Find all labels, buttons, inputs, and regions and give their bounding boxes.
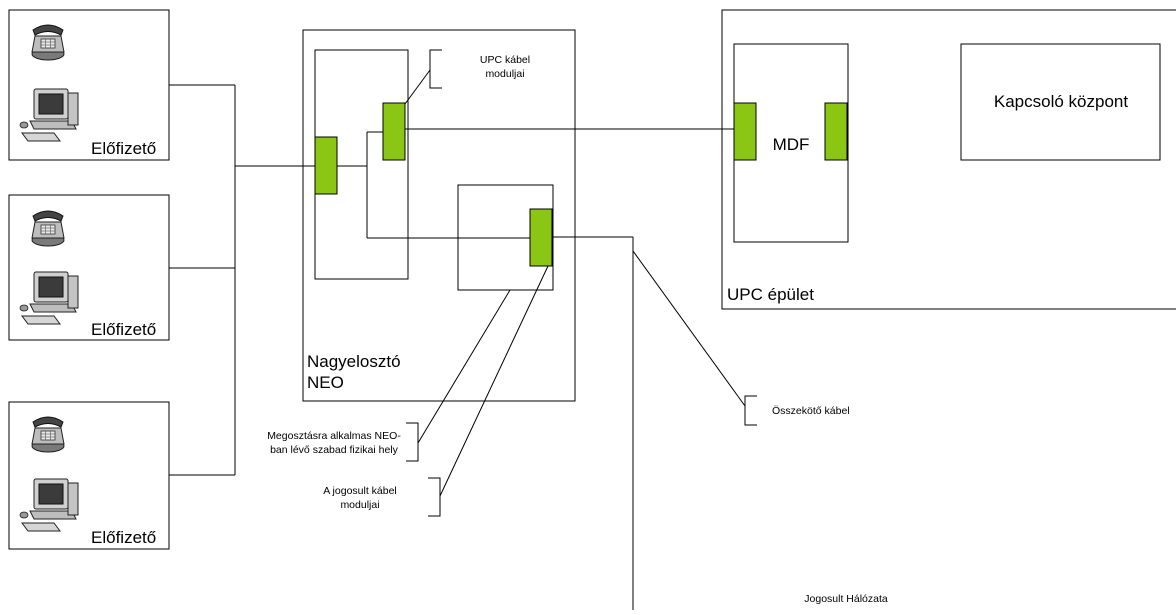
subscriber-cabling xyxy=(169,84,315,476)
mdf-right-module xyxy=(824,102,848,161)
neo-internal-cabling xyxy=(337,131,530,239)
subscriber-label: Előfizető xyxy=(91,139,156,158)
subscriber-box-2: Előfizető xyxy=(8,194,170,341)
neo-label-line2: NEO xyxy=(307,373,344,392)
callout-connecting-cable: Összekötő kábel xyxy=(632,250,850,426)
mdf-label: MDF xyxy=(773,135,810,154)
callout-shared-space: Megosztásra alkalmas NEO- ban lévő szaba… xyxy=(267,289,511,462)
callout-upc-modules-line1: UPC kábel xyxy=(480,54,530,66)
telephone-icon xyxy=(31,210,65,247)
callout-connecting-cable-label: Összekötő kábel xyxy=(772,405,850,417)
callout-upc-modules: UPC kábel moduljai xyxy=(404,49,530,105)
callout-shared-space-line2: ban lévő szabad fizikai hely xyxy=(270,444,399,456)
callout-upc-modules-line2: moduljai xyxy=(485,68,524,80)
entitled-network-cable xyxy=(552,236,634,610)
telephone-icon xyxy=(31,416,65,453)
subscriber-label: Előfizető xyxy=(91,320,156,339)
callout-shared-space-line1: Megosztásra alkalmas NEO- xyxy=(267,430,401,442)
switch-center-label: Kapcsoló központ xyxy=(994,92,1128,111)
subscriber-box-3: Előfizető xyxy=(8,401,170,550)
subscriber-box-1: Előfizető xyxy=(8,9,170,161)
upc-building: MDF Kapcsoló központ UPC épület xyxy=(721,9,1176,310)
entitled-network-label: Jogosult Hálózata xyxy=(804,593,888,605)
callout-entitled-modules-line2: moduljai xyxy=(340,499,379,511)
mdf-frame xyxy=(733,43,849,243)
neo-enclosure: Nagyelosztó NEO xyxy=(302,29,576,402)
subscriber-label: Előfizető xyxy=(91,528,156,547)
cable-modules xyxy=(314,102,848,267)
entitled-cable-module xyxy=(529,208,553,267)
upc-building-label: UPC épület xyxy=(727,285,814,304)
subscriber-module xyxy=(314,136,338,195)
upc-cable-module xyxy=(382,102,406,161)
callout-entitled-modules-line1: A jogosult kábel xyxy=(323,485,397,497)
switch-center-frame xyxy=(960,43,1161,161)
telephone-icon xyxy=(31,24,65,61)
neo-label-line1: Nagyelosztó xyxy=(307,352,401,371)
mdf-left-module xyxy=(733,102,757,161)
callout-entitled-modules: A jogosult kábel moduljai xyxy=(323,265,549,517)
